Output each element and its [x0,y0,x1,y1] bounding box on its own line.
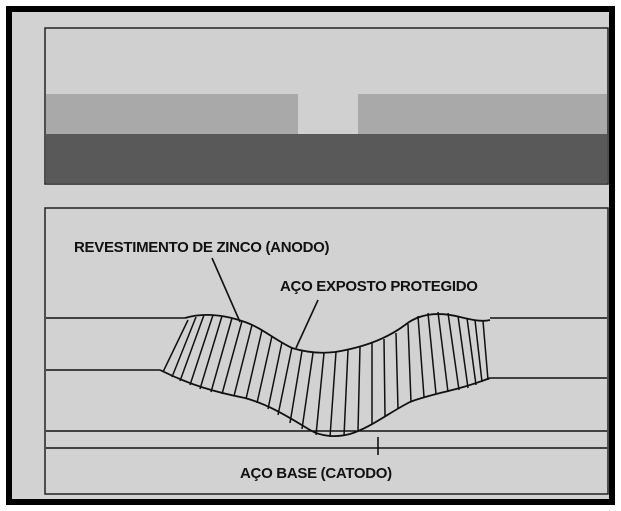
groove-upper-outline [184,313,491,354]
groove-hatching [162,311,489,438]
scratch-gap [298,94,358,134]
base-steel-layer [46,134,607,183]
zinc-layer-left [46,94,298,134]
label-zinc-coating: REVESTIMENTO DE ZINCO (ANODO) [74,239,330,256]
groove-lower-outline [159,369,491,437]
leader-zinc-coating [211,257,241,323]
bottom-panel-frame [44,207,609,495]
bottom-panel: REVESTIMENTO DE ZINCO (ANODO) AÇO EXPOST… [44,207,609,495]
label-exposed-steel: AÇO EXPOSTO PROTEGIDO [280,278,478,295]
top-panel [44,27,609,185]
zinc-layer-right [358,94,607,134]
leader-exposed-steel [295,299,319,349]
label-base-steel: AÇO BASE (CATODO) [240,465,392,482]
